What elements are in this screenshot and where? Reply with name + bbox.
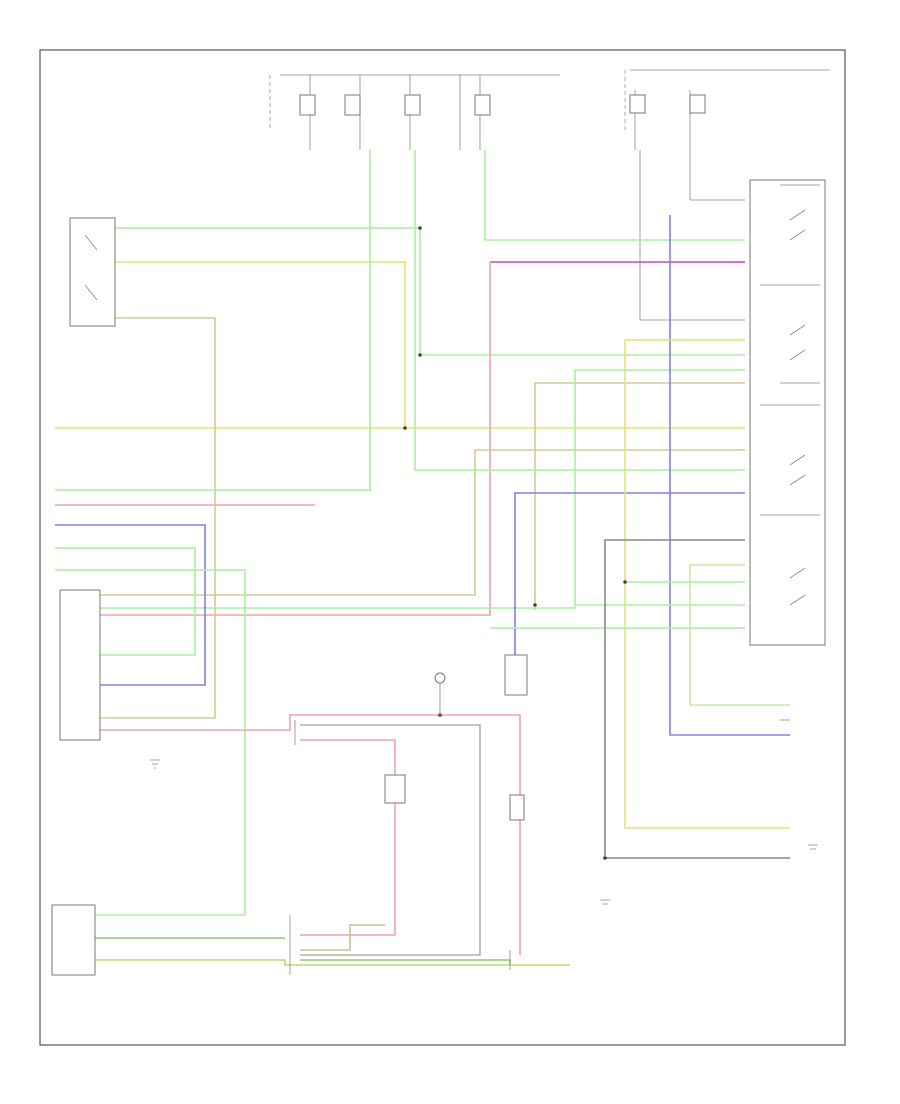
junction-dot: [603, 856, 607, 860]
wire-green-6: [55, 569, 246, 916]
connector-bars: [289, 672, 511, 975]
wire-yellowgreen-bottom: [95, 959, 570, 966]
wire-yellow-right: [624, 339, 790, 829]
ac-pressure-switch-box: [69, 217, 116, 327]
wire-green-5: [55, 547, 196, 656]
wire-greenyellow-1: [689, 564, 790, 706]
clutch-diode-box: [509, 794, 525, 821]
engine-control-module-box: [59, 589, 101, 741]
wire-black-1: [604, 539, 790, 859]
ground-symbols: [150, 719, 818, 905]
wire-olive: [300, 924, 385, 951]
wire-green-right-1: [484, 150, 745, 241]
wire-yellow-main-1: [115, 261, 745, 429]
main-relay-panel: [749, 179, 826, 646]
wire-green-3: [414, 150, 745, 471]
wire-blue-2: [514, 492, 745, 660]
wire-blue-1: [55, 524, 206, 686]
engine-control-unit-box: [51, 904, 96, 976]
wires-layer: [55, 150, 790, 966]
wire-tan-2: [534, 382, 745, 610]
wire-pink-3: [100, 714, 521, 955]
wire-gray-1: [300, 724, 481, 956]
components-layer: [51, 179, 826, 976]
junction-dot: [403, 426, 407, 430]
wire-blue-3: [669, 215, 790, 736]
fuse-block-top: [269, 74, 560, 150]
fuse-block-right: [624, 69, 830, 321]
junction-dot: [533, 603, 537, 607]
relay-contacts: [760, 184, 820, 606]
wire-tan-3: [100, 449, 745, 596]
junction-dot: [623, 580, 627, 584]
junction-dot: [418, 353, 422, 357]
ac-compressor-box: [504, 654, 528, 696]
wire-pink-4: [300, 739, 396, 936]
wire-pink-1: [100, 262, 491, 616]
wire-green-4: [100, 369, 745, 609]
junction-dot: [418, 226, 422, 230]
pressure-switch-contacts: [84, 234, 98, 301]
wire-tan-1: [100, 317, 216, 719]
wire-green-top: [115, 227, 745, 356]
diagram-border: [39, 49, 846, 1046]
refrigerant-sensor-box: [384, 774, 406, 804]
wire-green-2: [55, 150, 371, 491]
